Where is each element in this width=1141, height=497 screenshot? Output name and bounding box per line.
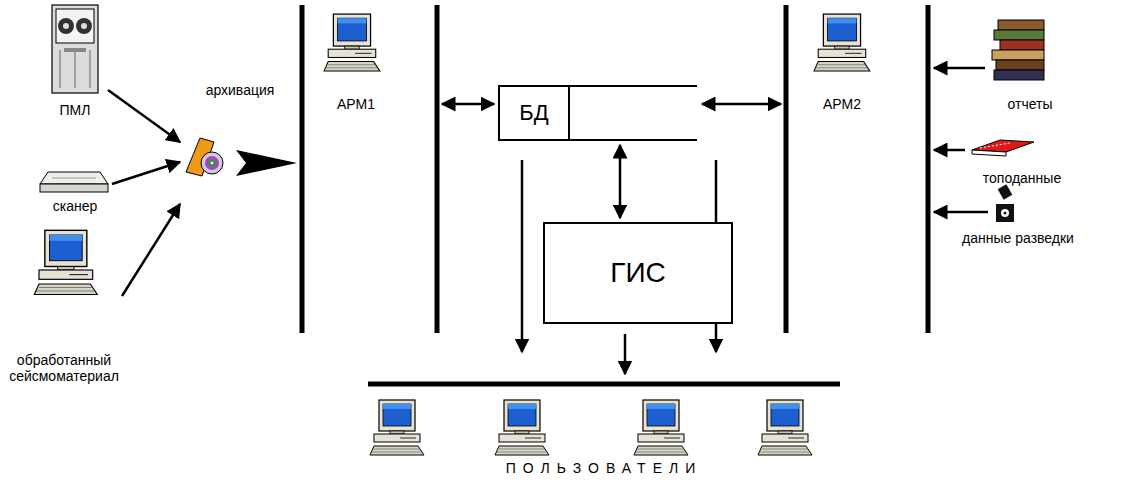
icon-label: АРМ1	[337, 96, 375, 112]
icon-label: архивация	[206, 82, 275, 98]
flow-arrow	[108, 90, 180, 296]
flow-arrow	[442, 104, 781, 374]
icon-label: обработанный сейсмоматериал	[4, 352, 124, 384]
icon-label: данные разведки	[962, 230, 1074, 246]
icon-label: отчеты	[1008, 96, 1053, 112]
disk-icon	[996, 184, 1014, 222]
workstation-icon	[814, 14, 870, 71]
icon-label: сканер	[53, 198, 98, 214]
workstation-icon	[324, 14, 380, 71]
scanner-icon	[40, 172, 108, 192]
database-box: БД	[498, 85, 697, 141]
icon-label: топоданные	[983, 170, 1061, 186]
icon-label: АРМ2	[823, 96, 861, 112]
workstation-icon	[370, 400, 424, 455]
workstation-icon	[495, 400, 549, 455]
workstation-icon	[758, 400, 812, 455]
node-title: ГИС	[610, 257, 666, 289]
icon-label: ПМЛ	[60, 102, 91, 118]
archive-icon	[186, 138, 223, 176]
flow-arrow	[934, 68, 988, 212]
workstation-icon	[634, 400, 688, 455]
database-divider	[568, 87, 570, 139]
workstation-icon	[34, 230, 97, 294]
gis-box: ГИС	[543, 222, 733, 324]
topo-book-icon	[972, 140, 1034, 156]
tape-server	[52, 5, 98, 93]
archive-arrow	[236, 150, 297, 176]
node-title: БД	[519, 100, 548, 126]
bus-bar	[302, 5, 928, 384]
reports-icon	[992, 20, 1044, 80]
flow-connector	[619, 145, 622, 218]
group-caption: ПОЛЬЗОВАТЕЛИ	[506, 460, 702, 476]
